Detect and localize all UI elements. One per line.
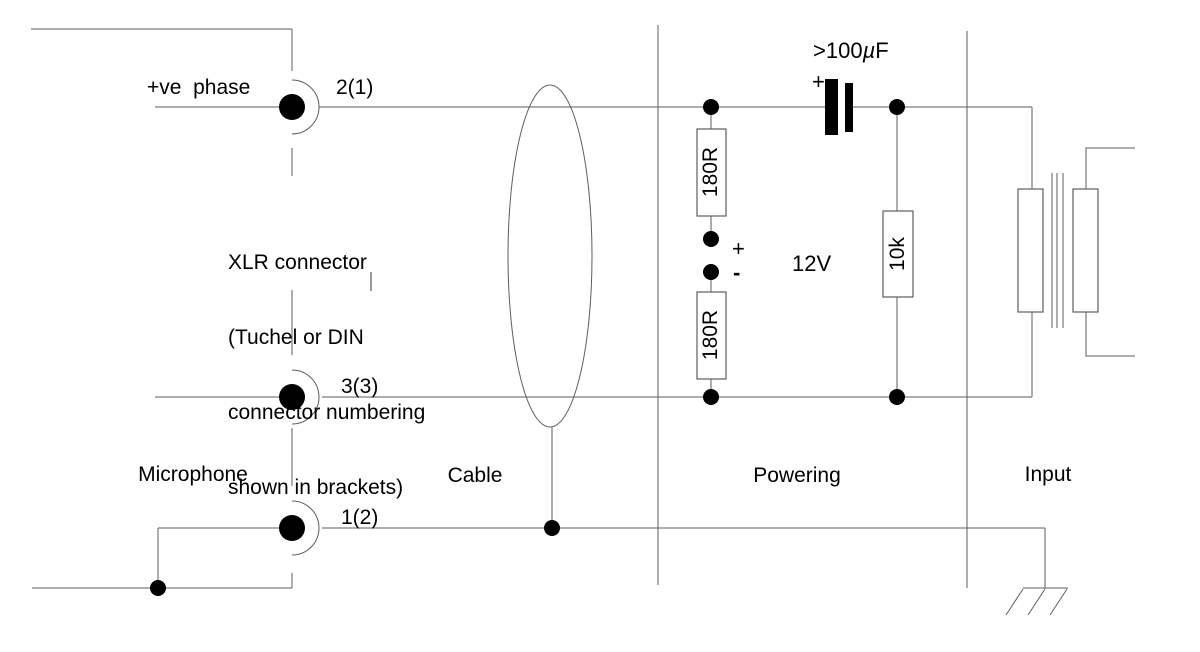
pin3-contact — [279, 384, 305, 410]
supply-minus-label: - — [733, 260, 741, 285]
ground-hatch — [1027, 588, 1046, 616]
xlr-note-line2: (Tuchel or DIN — [228, 326, 364, 349]
pin3-arc — [291, 369, 320, 425]
pin1-label: 1(2) — [341, 506, 379, 529]
capacitor-plate-right — [845, 83, 853, 132]
pin2-label: 2(1) — [336, 76, 374, 99]
xlr-connector-note: XLR connector (Tuchel or DIN connector n… — [228, 200, 425, 550]
section-label-input: Input — [1024, 463, 1072, 486]
xlr-note-line1: XLR connector — [228, 251, 367, 274]
ground-hatch — [1005, 588, 1024, 616]
resistor-180r-upper — [696, 128, 727, 217]
junction-dot — [889, 389, 905, 405]
transformer-primary-winding — [1017, 188, 1044, 313]
section-label-cable: Cable — [447, 464, 503, 487]
capacitor-polarity-label: + — [812, 69, 825, 94]
supply-positive-terminal — [703, 231, 719, 247]
junction-dot — [544, 520, 560, 536]
capacitor-plate-left — [825, 79, 838, 135]
secondary-top-wire — [1085, 147, 1135, 189]
cable-screen-ellipse — [507, 84, 593, 428]
pin2-contact — [279, 94, 305, 120]
resistor-180r-upper-label: 180R — [699, 146, 722, 198]
junction-dot — [703, 389, 719, 405]
supply-voltage-label: 12V — [792, 251, 832, 276]
junction-dot — [150, 580, 166, 596]
resistor-10k — [882, 210, 914, 298]
supply-negative-terminal — [703, 264, 719, 280]
resistor-180r-lower-label: 180R — [699, 309, 722, 361]
section-label-microphone: Microphone — [138, 463, 248, 486]
ground-hatch — [1049, 588, 1068, 616]
pin1-arc — [291, 500, 320, 556]
xlr-note-line3: connector numbering — [228, 401, 426, 424]
pin3-label: 3(3) — [341, 375, 379, 398]
secondary-bottom-wire — [1085, 312, 1135, 357]
junction-dot — [703, 99, 719, 115]
transformer-secondary-winding — [1072, 188, 1099, 313]
section-label-powering: Powering — [753, 464, 841, 487]
capacitor-value-suffix: F — [875, 38, 889, 63]
junction-dot — [889, 99, 905, 115]
capacitor-value-mu: µ — [862, 38, 876, 63]
resistor-10k-label: 10k — [886, 237, 909, 271]
xlr-note-line4: shown in brackets) — [228, 476, 404, 499]
supply-plus-label: + — [732, 236, 745, 261]
capacitor-value-prefix: >100 — [813, 38, 863, 63]
pin1-contact — [279, 515, 305, 541]
positive-phase-label: +ve phase — [147, 76, 251, 99]
capacitor-value-label: >100µF — [813, 40, 889, 62]
